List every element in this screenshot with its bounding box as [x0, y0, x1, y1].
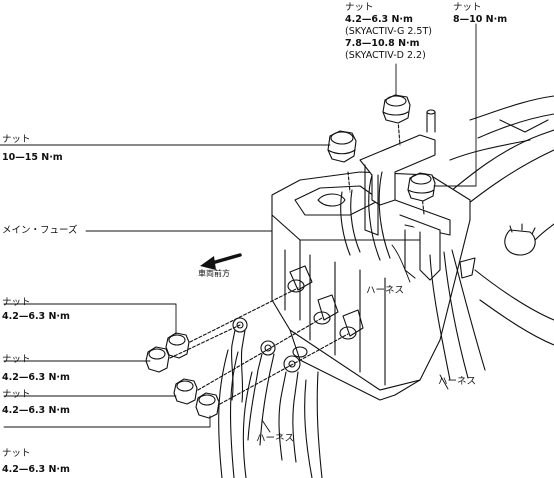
upper-harness-cable: [340, 171, 486, 381]
callout-nut-lower-4-label: ナット: [2, 448, 31, 459]
lower-harness-cables: [218, 317, 323, 478]
callout-harness-bottom-label: ハーネス: [256, 433, 295, 444]
callout-nut-left-upper-label: ナット: [2, 134, 31, 145]
callout-nut-top-center-torque-2: 7.8—10.8 N·m: [345, 38, 420, 49]
callout-nut-left-upper-torque: 10—15 N·m: [2, 152, 63, 163]
callout-nut-lower-1-torque: 4.2—6.3 N·m: [2, 311, 70, 322]
callout-nut-lower-3-label: ナット: [2, 389, 31, 400]
nut-lower-2-shape: [145, 346, 170, 373]
callout-harness-lower-right-label: ハーネス: [438, 376, 477, 387]
callout-nut-lower-2-torque: 4.2—6.3 N·m: [2, 372, 70, 383]
callout-main-fuse-label: メイン・フューズ: [2, 225, 78, 236]
callout-nut-top-center-note-2: (SKYACTIV-D 2.2): [345, 50, 426, 61]
vehicle-front-arrow: [200, 253, 242, 270]
assembly-dashed-lines: [169, 287, 349, 405]
callout-nut-lower-4-torque: 4.2—6.3 N·m: [2, 464, 70, 475]
callout-nut-lower-1-label: ナット: [2, 297, 31, 308]
callout-nut-top-right-torque: 8—10 N·m: [453, 14, 508, 25]
callout-nut-lower-2-label: ナット: [2, 354, 31, 365]
nut-left-upper-shape: [327, 130, 357, 163]
callout-nut-lower-3-torque: 4.2—6.3 N·m: [2, 405, 70, 416]
nut-lower-3-shape: [173, 378, 198, 405]
nut-lower-4-shape: [195, 392, 220, 419]
callout-nut-top-right-label: ナット: [453, 2, 482, 13]
callout-harness-right-label: ハーネス: [366, 285, 405, 296]
vehicle-front-label: 車両前方: [198, 269, 230, 278]
nut-top-right-shape: [407, 172, 436, 202]
callout-nut-top-center-note-1: (SKYACTIV-G 2.5T): [345, 26, 432, 37]
callout-nut-top-center-torque-1: 4.2—6.3 N·m: [345, 14, 413, 25]
callout-nut-top-center-label: ナット: [345, 2, 374, 13]
top-bracket: [347, 109, 451, 281]
nut-top-center-shape: [382, 94, 411, 124]
leader-lines: [0, 23, 477, 433]
